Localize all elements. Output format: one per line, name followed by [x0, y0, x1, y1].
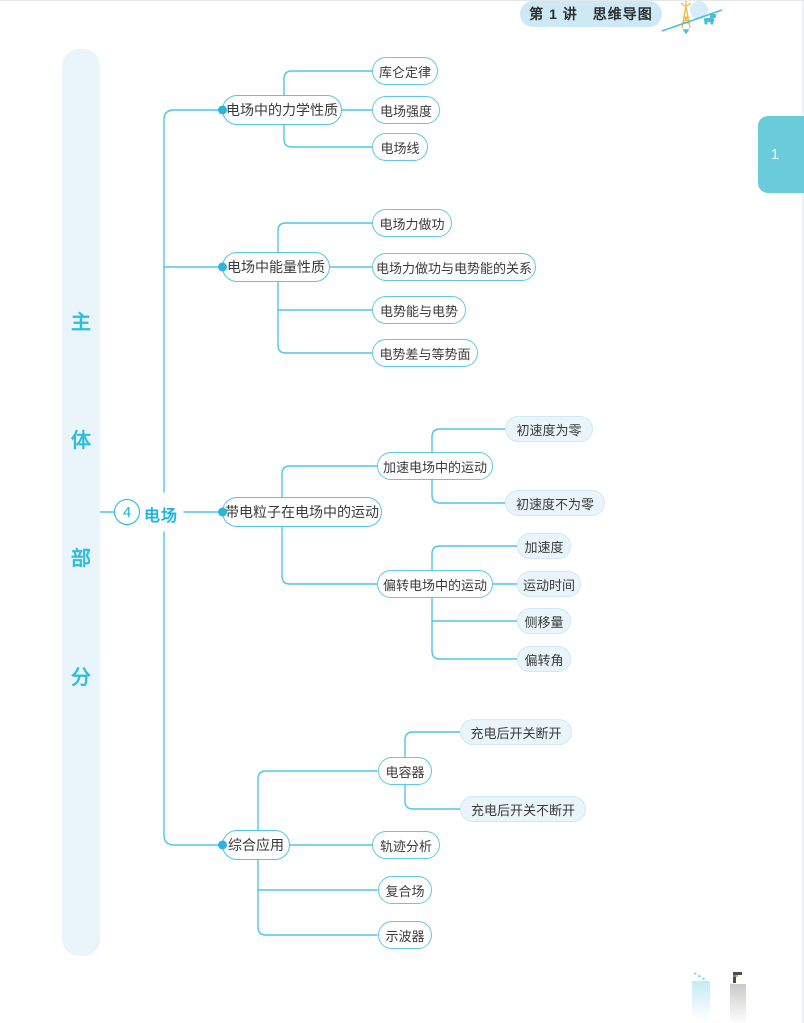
node-equipotential: 电势差与等势面: [372, 339, 478, 367]
root-label: 电场: [144, 502, 179, 526]
branch-energy: 电场中能量性质: [222, 252, 330, 282]
leaf-switch-not-opened: 充电后开关不断开: [460, 796, 586, 822]
side-bar-char: 体: [71, 430, 91, 452]
leaf-motion-time: 运动时间: [517, 571, 581, 597]
node-trajectory-analysis: 轨迹分析: [372, 831, 440, 859]
node-work-by-field: 电场力做功: [372, 209, 452, 237]
page-number: 1: [770, 146, 780, 163]
node-deflecting-field: 偏转电场中的运动: [377, 570, 493, 598]
node-oscilloscope: 示波器: [378, 921, 432, 949]
branch-particle-motion: 带电粒子在电场中的运动: [222, 497, 382, 527]
node-field-strength: 电场强度: [372, 96, 440, 124]
branch-mechanics: 电场中的力学性质: [222, 95, 342, 125]
node-accelerating-field: 加速电场中的运动: [377, 452, 493, 480]
side-bar-char: 主: [71, 312, 91, 334]
leaf-switch-opened: 充电后开关断开: [460, 719, 572, 745]
side-bar-char: 分: [71, 667, 91, 689]
section-side-bar: [62, 49, 100, 956]
leaf-deflection-angle: 偏转角: [517, 646, 571, 672]
node-potential: 电势能与电势: [372, 296, 466, 324]
root-index-circle: 4: [114, 499, 140, 525]
scan-artifact-marks: [693, 972, 742, 983]
root-index: 4: [122, 503, 132, 521]
leaf-zero-initial-velocity: 初速度为零: [505, 416, 593, 442]
leaf-acceleration: 加速度: [517, 533, 571, 559]
branch-applications: 综合应用: [222, 830, 290, 860]
node-work-potential-energy: 电场力做功与电势能的关系: [372, 253, 536, 281]
tower-illustration-icon: [661, 1, 723, 35]
node-field-lines: 电场线: [372, 133, 428, 161]
page-edge: [802, 1, 804, 1023]
lesson-title: 第 1 讲 思维导图: [529, 6, 653, 22]
side-bar-char: 部: [71, 548, 91, 570]
node-composite-field: 复合场: [378, 876, 432, 904]
lesson-title-badge: 第 1 讲 思维导图: [520, 1, 662, 27]
page-number-tab: 1: [758, 116, 804, 193]
leaf-nonzero-initial-velocity: 初速度不为零: [505, 490, 605, 516]
node-capacitor: 电容器: [378, 757, 432, 785]
leaf-lateral-shift: 侧移量: [517, 608, 571, 634]
node-coulomb-law: 库仑定律: [372, 57, 438, 85]
